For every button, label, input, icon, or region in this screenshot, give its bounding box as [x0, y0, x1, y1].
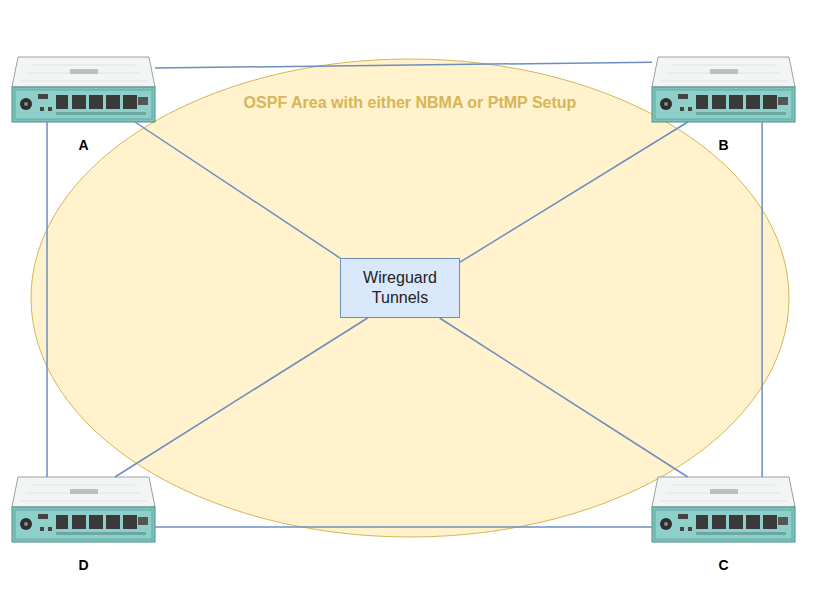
router-label: C — [652, 557, 795, 573]
tunnel-link — [46, 122, 48, 477]
tunnel-box: Wireguard Tunnels — [340, 258, 460, 318]
tunnel-link — [761, 122, 763, 477]
router-node: B — [652, 57, 795, 122]
area-title: OSPF Area with either NBMA or PtMP Setup — [30, 93, 790, 113]
router-node: D — [12, 477, 155, 542]
router-node: C — [652, 477, 795, 542]
tunnel-link — [155, 526, 652, 528]
tunnel-link — [460, 122, 688, 262]
tunnel-link — [115, 318, 368, 477]
router-label: D — [12, 557, 155, 573]
tunnel-link — [155, 62, 652, 68]
tunnel-link — [440, 318, 688, 477]
ospf-area: OSPF Area with either NBMA or PtMP Setup… — [30, 58, 790, 538]
tunnel-link — [135, 122, 340, 258]
tunnel-label: Wireguard Tunnels — [353, 268, 447, 308]
area-ellipse-shape — [31, 59, 789, 537]
router-node: A — [12, 57, 155, 122]
